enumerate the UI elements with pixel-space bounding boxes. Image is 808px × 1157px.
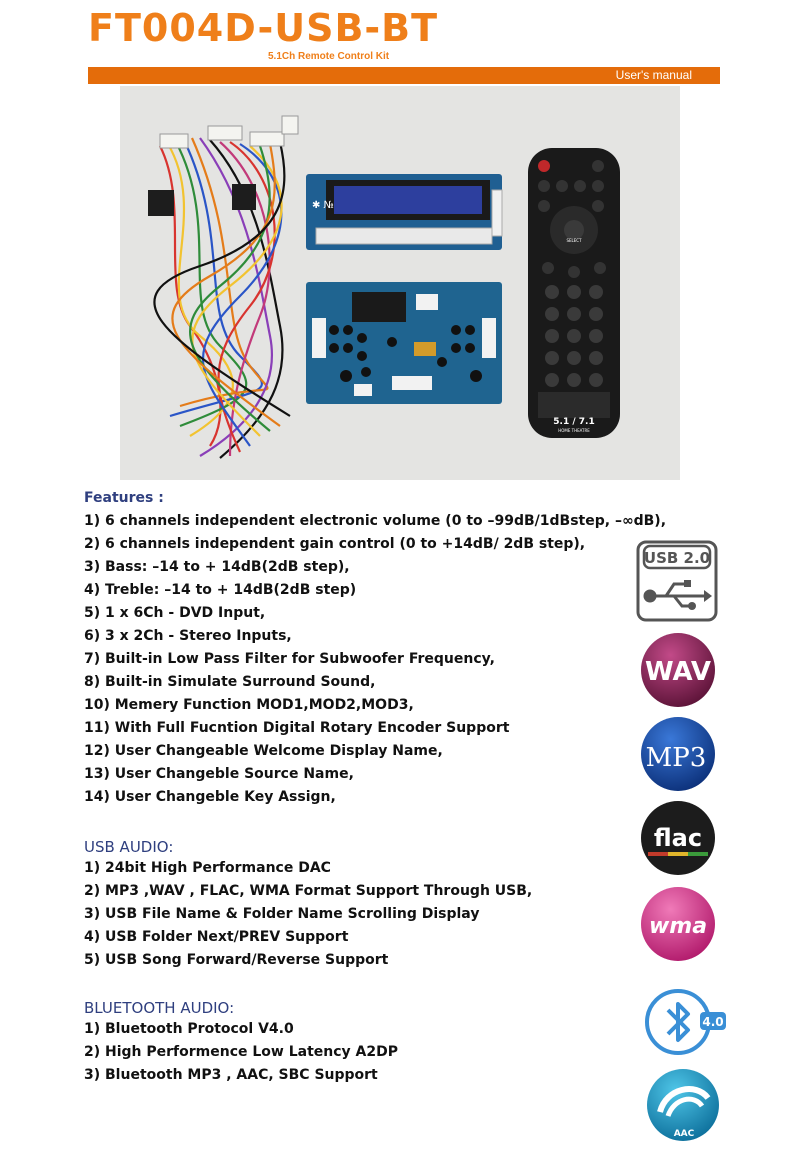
usb-logo-label: USB 2.0	[644, 549, 710, 567]
usb-socket	[148, 190, 174, 216]
usb-audio-item: 2) MP3 ,WAV , FLAC, WMA Format Support T…	[84, 883, 533, 899]
wire-harness	[153, 137, 291, 459]
feature-item: 4) Treble: –14 to + 14dB(2dB step)	[84, 582, 357, 598]
wma-logo-icon: wma	[641, 887, 715, 961]
usb-audio-heading: USB AUDIO:	[84, 838, 174, 856]
bluetooth-audio-item: 2) High Performence Low Latency A2DP	[84, 1044, 399, 1060]
lcd-icons: ✱ №	[312, 200, 334, 211]
bluetooth-audio-item: 3) Bluetooth MP3 , AAC, SBC Support	[84, 1067, 378, 1083]
feature-item: 11) With Full Fucntion Digital Rotary En…	[84, 720, 510, 736]
wav-logo-label: WAV	[645, 657, 711, 687]
feature-item: 7) Built-in Low Pass Filter for Subwoofe…	[84, 651, 496, 667]
feature-item: 8) Built-in Simulate Surround Sound,	[84, 674, 376, 690]
manual-label: User's manual	[615, 68, 692, 82]
feature-item: 14) User Changeble Key Assign,	[84, 789, 336, 805]
bluetooth-4-logo-icon: 4.0	[645, 989, 726, 1055]
power-icon	[538, 160, 550, 172]
feature-item: 13) User Changeble Source Name,	[84, 766, 354, 782]
main-pcb	[306, 282, 502, 404]
remote-brand-line: 5.1 / 7.1	[553, 417, 594, 427]
aac-logo-icon: AAC	[647, 1069, 719, 1141]
header-bar: User's manual	[88, 67, 720, 84]
flac-logo-label: flac	[654, 824, 702, 852]
usb-audio-item: 4) USB Folder Next/PREV Support	[84, 929, 349, 945]
feature-item: 12) User Changeable Welcome Display Name…	[84, 743, 443, 759]
wav-logo-icon: WAV	[641, 633, 715, 707]
features-heading: Features :	[84, 490, 164, 506]
wma-logo-label: wma	[649, 914, 707, 939]
remote-sub-line: HOME THEATRE	[558, 428, 590, 433]
connector	[281, 115, 299, 135]
document-subtitle: 5.1Ch Remote Control Kit	[268, 51, 390, 62]
bluetooth-audio-heading: BLUETOOTH AUDIO:	[84, 999, 235, 1017]
feature-item: 6) 3 x 2Ch - Stereo Inputs,	[84, 628, 292, 644]
flac-logo-icon: flac	[641, 801, 715, 875]
product-photo: ✱ №	[120, 86, 680, 480]
remote-select-label: SELECT	[566, 238, 582, 243]
usb-2-logo-icon: USB 2.0	[636, 540, 718, 622]
lcd-board: ✱ №	[306, 174, 503, 250]
feature-item: 5) 1 x 6Ch - DVD Input,	[84, 605, 266, 621]
usb-audio-item: 3) USB File Name & Folder Name Scrolling…	[84, 906, 480, 922]
product-photo-illustration: ✱ №	[148, 115, 620, 459]
encoder-board	[232, 184, 256, 210]
usb-audio-item: 1) 24bit High Performance DAC	[84, 860, 331, 876]
bluetooth-version-label: 4.0	[702, 1015, 723, 1029]
connector	[249, 131, 285, 147]
connector	[159, 133, 189, 149]
feature-item: 2) 6 channels independent gain control (…	[84, 536, 586, 552]
connector	[207, 125, 243, 141]
feature-item: 10) Memery Function MOD1,MOD2,MOD3,	[84, 697, 414, 713]
mp3-logo-label: MP3	[646, 743, 707, 773]
mp3-logo-icon: MP3	[641, 717, 715, 791]
aac-logo-label: AAC	[674, 1129, 695, 1139]
document-title: FT004D-USB-BT	[88, 6, 439, 50]
feature-item: 1) 6 channels independent electronic vol…	[84, 513, 667, 529]
feature-item: 3) Bass: –14 to + 14dB(2dB step),	[84, 559, 350, 575]
bluetooth-audio-item: 1) Bluetooth Protocol V4.0	[84, 1021, 294, 1037]
remote-control: SELECT 5.1 / 7.1 HOME THEATRE	[528, 148, 620, 438]
usb-audio-item: 5) USB Song Forward/Reverse Support	[84, 952, 389, 968]
